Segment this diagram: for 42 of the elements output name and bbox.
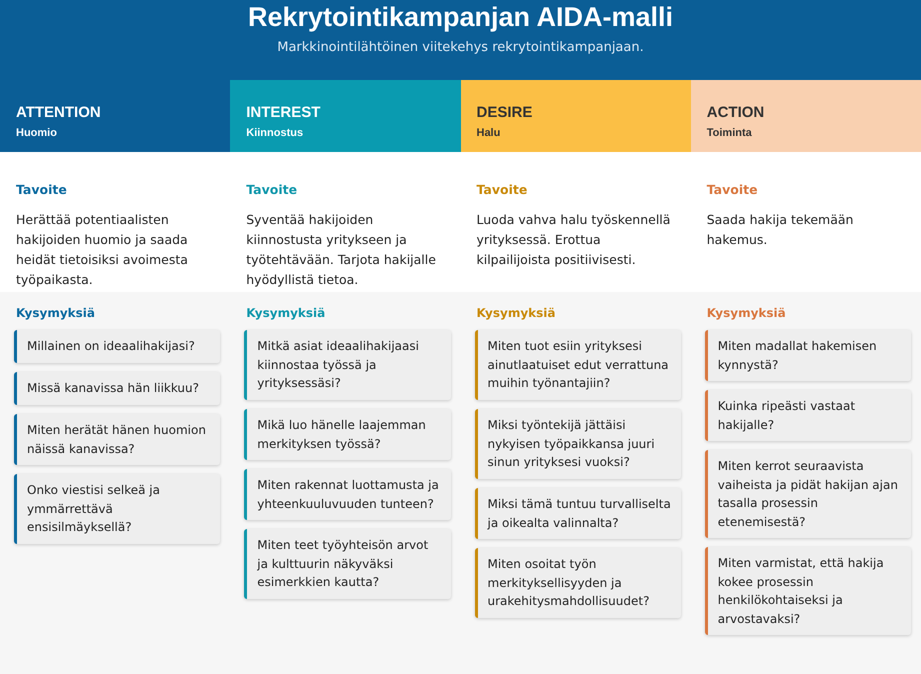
stage-header-band [460,80,691,152]
questions-heading: Kysymyksiä [16,306,95,320]
stage-header-band [230,80,460,152]
question-card: Millainen on ideaalihakijasi? [14,330,220,363]
stage-name: INTEREST [246,104,320,121]
stage-name: ATTENTION [16,104,101,121]
question-card: Mitkä asiat ideaalihakijaasi kiinnostaa työssä ja yrityksessäsi? [244,330,450,400]
questions-heading: Kysymyksiä [246,306,326,320]
questions-heading: Kysymyksiä [476,306,556,320]
goal-text: Saada hakija tekemään hakemus. [706,211,854,249]
goal-text: Luoda vahva halu työskennellä yrityksessä. Erottua kilpailijoista positiivisesti. [476,211,672,269]
goal-heading: Tavoite [706,182,758,197]
stage-header-band [690,80,921,152]
question-card: Missä kanavissa hän liikkuu? [14,372,220,405]
title: Rekrytointikampanjan AIDA-malli [246,1,674,34]
goal-text: Syventää hakijoiden kiinnostusta yritykseen ja työtehtävään. Tarjota hakijalle hyödyllistä tietoa. [246,211,437,289]
question-card: Miten osoitat työn merkityksellisyyden ja urakehitysmahdollisuudet? [474,548,681,618]
questions-heading: Kysymyksiä [706,306,786,320]
stage-subtitle: Halu [476,127,500,139]
question-card: Miten kerrot seuraavista vaiheista ja pidät hakijan ajan tasalla prosessin etenemisestä? [704,450,911,538]
goal-heading: Tavoite [476,182,528,197]
goal-heading: Tavoite [246,182,298,197]
question-card: Miten rakennat luottamusta ja yhteenkuuluvuuden tunteen? [244,469,450,520]
goal-heading: Tavoite [16,182,67,197]
question-card: Miten tuot esiin yrityksesi ainutlaatuiset edut verrattuna muihin työnantajiin? [474,330,681,400]
subtitle: Markkinointilähtöinen viitekehys rekrytointikampanjaan. [276,40,645,55]
goal-text: Herättää potentiaalisten hakijoiden huomio ja saada heidät tietoisiksi avoimesta työpaikasta. [16,211,189,289]
question-card: Miksi työntekijä jättäisi nykyisen työpaikkansa juuri sinun yrityksesi vuoksi? [474,409,681,479]
stage-name: ACTION [706,104,764,121]
question-card: Miten varmistat, että hakija kokee prosessin henkilökohtaiseksi ja arvostavaksi? [704,547,911,636]
stage-subtitle: Huomio [16,127,57,139]
question-card: Onko viestisi selkeä ja ymmärrettävä ensisilmäyksellä? [14,474,220,544]
question-card: Kuinka ripeästi vastaat hakijalle? [704,390,911,442]
question-card: Miksi tämä tuntuu turvalliselta ja oikealta valinnalta? [474,488,681,540]
question-card: Miten herätät hänen huomion näissä kanavissa? [14,414,220,466]
question-card: Miten madallat hakemisen kynnystä? [704,330,911,382]
stage-subtitle: Toiminta [706,127,752,139]
stage-name: DESIRE [476,104,532,121]
stage-header-band [0,80,230,152]
question-card: Miten teet työyhteisön arvot ja kulttuurin näkyväksi esimerkkien kautta? [244,529,450,599]
stage-subtitle: Kiinnostus [246,127,304,139]
question-card: Mikä luo hänelle laajemman merkityksen työssä? [244,409,450,460]
